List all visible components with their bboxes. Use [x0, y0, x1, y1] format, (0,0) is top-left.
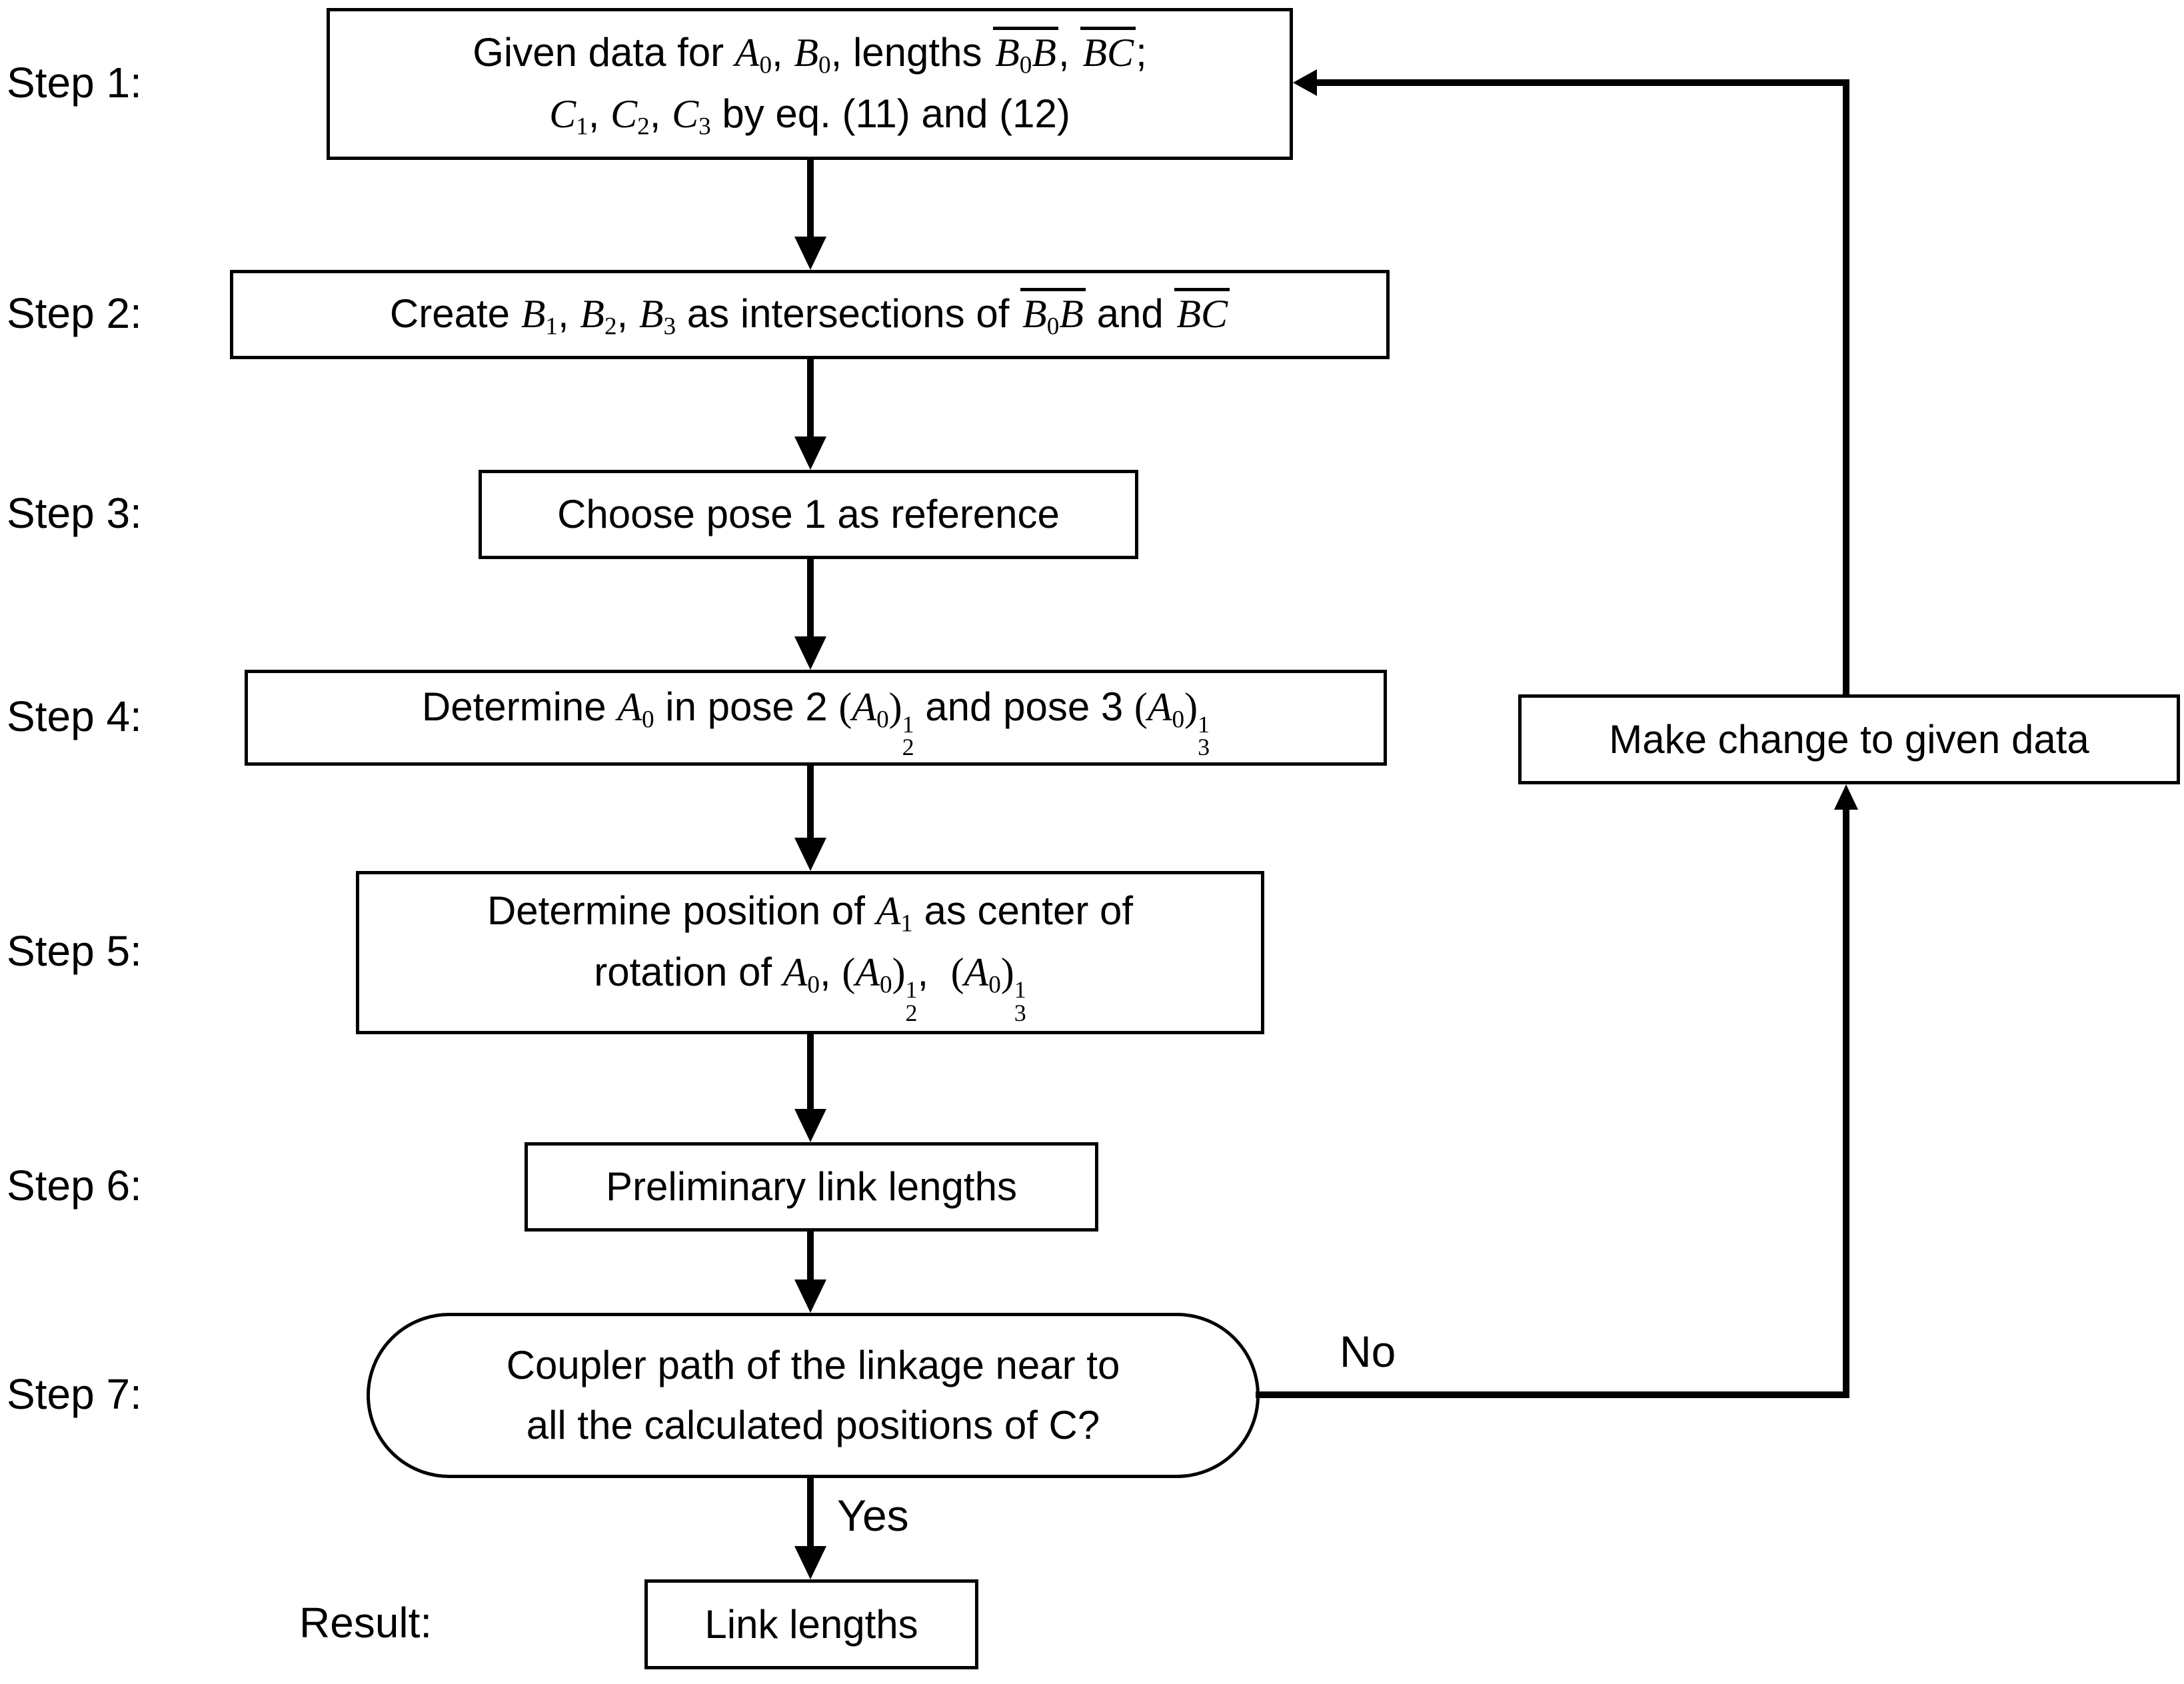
- no-branch-line-vertical: [1843, 808, 1849, 1398]
- arrowhead-down: [794, 237, 826, 270]
- result-box: Link lengths: [644, 1579, 978, 1669]
- arrow-shaft: [807, 766, 814, 839]
- step-label-6: Step 6:: [7, 1162, 142, 1210]
- box-text-line: Preliminary link lengths: [606, 1164, 1017, 1209]
- yes-label: Yes: [837, 1491, 909, 1540]
- box-text-line: Determine position of A1 as center of: [487, 888, 1134, 938]
- no-branch-arrowhead-up: [1834, 784, 1858, 810]
- step-label-3: Step 3:: [7, 489, 142, 537]
- box-text-line: Choose pose 1 as reference: [557, 492, 1060, 536]
- step5-box: Determine position of A1 as center of ro…: [356, 871, 1264, 1034]
- arrowhead-down: [794, 436, 826, 470]
- box-text-line: Make change to given data: [1609, 716, 2089, 762]
- arrow-shaft: [807, 1232, 814, 1281]
- step-label-5: Step 5:: [7, 927, 142, 975]
- box-text-line: C1, C2, C3 by eq. (11) and (12): [549, 91, 1070, 141]
- feedback-line-vertical-upper: [1843, 79, 1849, 694]
- box-text-line: Given data for A0, B0, lengths B0B, BC;: [473, 23, 1147, 84]
- step3-box: Choose pose 1 as reference: [479, 470, 1138, 559]
- result-label: Result:: [299, 1599, 433, 1647]
- step2-box: Create B1, B2, B3 as intersections of B0…: [230, 270, 1390, 359]
- arrow-shaft: [807, 1034, 814, 1110]
- box-text-line: Coupler path of the linkage near to: [506, 1343, 1120, 1387]
- feedback-arrowhead-left: [1293, 69, 1317, 96]
- feedback-box: Make change to given data: [1518, 694, 2180, 784]
- arrow-shaft: [807, 559, 814, 638]
- no-branch-line-horizontal: [1256, 1391, 1849, 1398]
- step-label-1: Step 1:: [7, 59, 142, 107]
- step7-decision: Coupler path of the linkage near to all …: [367, 1313, 1260, 1478]
- step1-box: Given data for A0, B0, lengths B0B, BC; …: [327, 8, 1293, 160]
- arrowhead-down: [794, 1109, 826, 1142]
- arrow-shaft: [807, 1478, 814, 1547]
- arrowhead-down: [794, 838, 826, 871]
- feedback-return-line-horizontal: [1316, 79, 1849, 86]
- box-text-line: Link lengths: [704, 1601, 918, 1647]
- arrowhead-down: [794, 1546, 826, 1579]
- arrowhead-down: [794, 636, 826, 670]
- no-label: No: [1340, 1327, 1396, 1376]
- step6-box: Preliminary link lengths: [525, 1142, 1098, 1232]
- box-text-line: all the calculated positions of C?: [526, 1403, 1100, 1447]
- step-label-4: Step 4:: [7, 692, 142, 740]
- step-label-2: Step 2:: [7, 289, 142, 337]
- arrowhead-down: [794, 1279, 826, 1313]
- box-text-line: Create B1, B2, B3 as intersections of B0…: [390, 284, 1230, 345]
- arrow-shaft: [807, 359, 814, 438]
- step-label-7: Step 7:: [7, 1370, 142, 1418]
- arrow-shaft: [807, 160, 814, 238]
